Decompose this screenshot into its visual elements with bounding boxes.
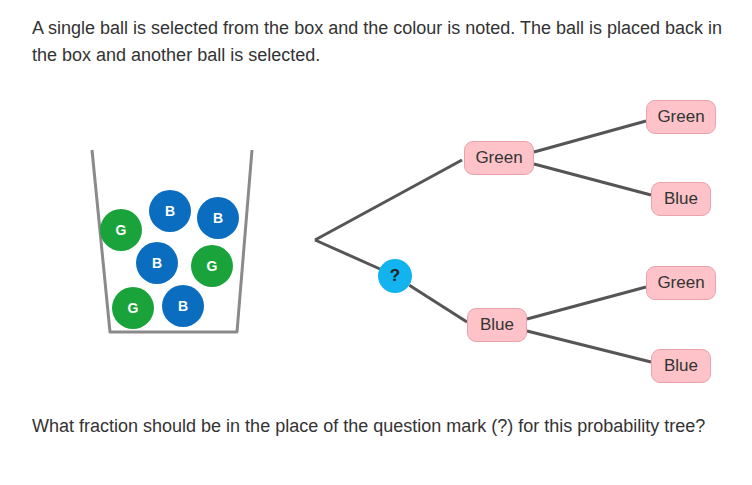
node-text: Green <box>657 273 704 293</box>
ball: B <box>136 242 178 284</box>
question-text: What fraction should be in the place of … <box>32 413 732 440</box>
node-text: G <box>207 258 218 274</box>
question-text: A single ball is selected from the box a… <box>32 15 732 69</box>
outcome-box: Blue <box>651 182 711 216</box>
ball: B <box>197 197 239 239</box>
tree-branch <box>315 240 380 269</box>
ball: B <box>162 285 204 327</box>
tree-branch <box>527 331 651 362</box>
tree-branch <box>534 121 646 152</box>
node-text: B <box>213 210 223 226</box>
ball: B <box>149 190 191 232</box>
node-text: Green <box>475 148 522 168</box>
box-outline <box>92 150 252 332</box>
node-text: Green <box>657 107 704 127</box>
node-text: Blue <box>664 356 698 376</box>
node-text: Blue <box>664 189 698 209</box>
node-text: ? <box>390 266 400 286</box>
outcome-box: Blue <box>651 349 711 383</box>
node-text: Blue <box>480 315 514 335</box>
ball: G <box>191 245 233 287</box>
outcome-box: Green <box>464 141 534 175</box>
node-text: B <box>152 255 162 271</box>
tree-branch <box>409 285 467 322</box>
outcome-box: Green <box>646 266 716 300</box>
ball: G <box>112 287 154 329</box>
ball: G <box>100 209 142 251</box>
question-circle: ? <box>378 259 412 293</box>
node-text: G <box>128 300 139 316</box>
node-text: B <box>178 298 188 314</box>
tree-branch <box>315 160 462 240</box>
outcome-box: Green <box>646 100 716 134</box>
node-text: G <box>116 222 127 238</box>
node-text: B <box>165 203 175 219</box>
tree-branch <box>534 164 651 195</box>
tree-branch <box>527 287 646 319</box>
outcome-box: Blue <box>467 308 527 342</box>
